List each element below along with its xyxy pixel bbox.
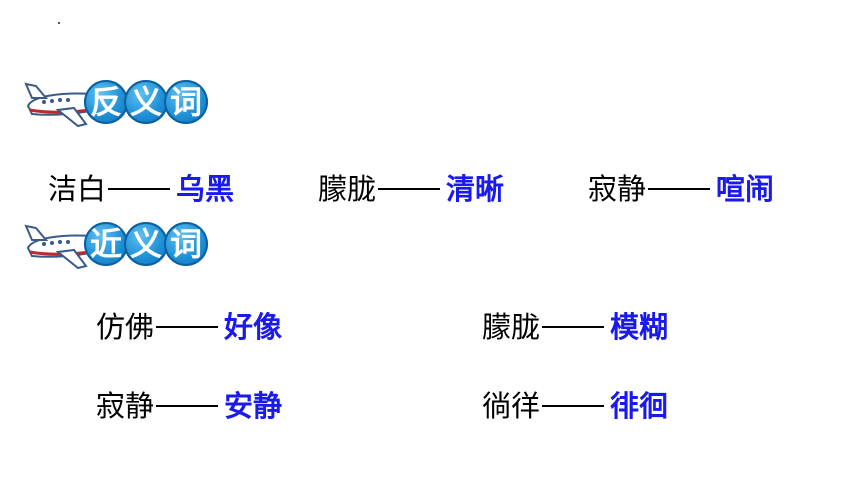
synonym-heading-char: 义	[124, 222, 168, 266]
synonym-pair: 寂静 安静	[96, 392, 282, 421]
antonym-heading-char: 词	[164, 80, 208, 124]
pair-dash	[648, 188, 711, 190]
antonym-pair: 洁白 乌黑	[48, 175, 234, 204]
antonym-heading-char: 义	[124, 80, 168, 124]
pair-answer: 安静	[224, 389, 283, 423]
pair-answer: 模糊	[610, 310, 669, 344]
antonym-header: 反 义 词	[22, 76, 232, 132]
synonym-pair: 徜徉 徘徊	[482, 392, 668, 421]
decorative-dot	[58, 22, 60, 24]
pair-answer: 乌黑	[176, 172, 235, 206]
pair-answer: 清晰	[446, 172, 505, 206]
pair-term: 朦胧	[482, 310, 541, 344]
pair-answer: 喧闹	[716, 172, 775, 206]
antonym-pair: 朦胧 清晰	[318, 175, 504, 204]
synonym-heading-char: 词	[164, 222, 208, 266]
pair-answer: 好像	[224, 310, 283, 344]
pair-dash	[542, 405, 605, 407]
antonym-pair: 寂静 喧闹	[588, 175, 774, 204]
synonym-header: 近 义 词	[22, 218, 232, 274]
pair-dash	[108, 188, 171, 190]
pair-dash	[378, 188, 441, 190]
pair-dash	[156, 405, 219, 407]
pair-term: 寂静	[96, 389, 155, 423]
pair-term: 寂静	[588, 172, 647, 206]
synonym-pair: 朦胧 模糊	[482, 313, 668, 342]
pair-term: 朦胧	[318, 172, 377, 206]
pair-term: 洁白	[48, 172, 107, 206]
pair-dash	[542, 326, 605, 328]
pair-dash	[156, 326, 219, 328]
antonym-heading-char: 反	[84, 80, 128, 124]
synonym-pair: 仿佛 好像	[96, 313, 282, 342]
pair-answer: 徘徊	[610, 389, 669, 423]
pair-term: 仿佛	[96, 310, 155, 344]
synonym-heading-char: 近	[84, 222, 128, 266]
pair-term: 徜徉	[482, 389, 541, 423]
